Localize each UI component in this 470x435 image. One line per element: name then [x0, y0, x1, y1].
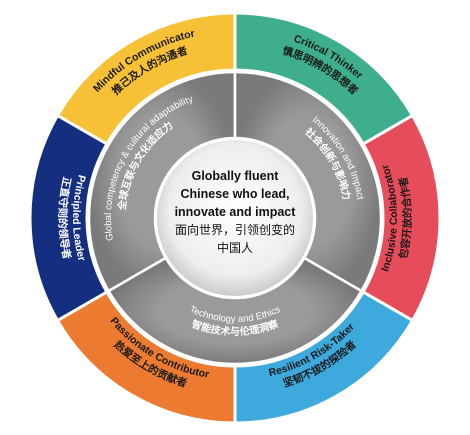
middle-segment-1: [87, 70, 237, 293]
middle-ring: Global competency & cultural adaptabilit…: [87, 70, 383, 366]
outer-label-en: Principled Leader: [70, 174, 88, 263]
center-disc: [157, 140, 313, 296]
outer-segment-principled-leader: [28, 113, 109, 323]
middle-segment-2: [233, 70, 383, 293]
center-line-3: innovate and impact: [175, 205, 297, 219]
center-line-2: Chinese who lead,: [180, 187, 289, 201]
center-line-1: Globally fluent: [192, 169, 280, 183]
center-line-5: 中国人: [217, 240, 253, 255]
center-circle: Globally fluent Chinese who lead, innova…: [157, 140, 313, 296]
center-line-4: 面向世界，引领创变的: [175, 222, 295, 237]
middle-segment-3: [106, 256, 364, 366]
